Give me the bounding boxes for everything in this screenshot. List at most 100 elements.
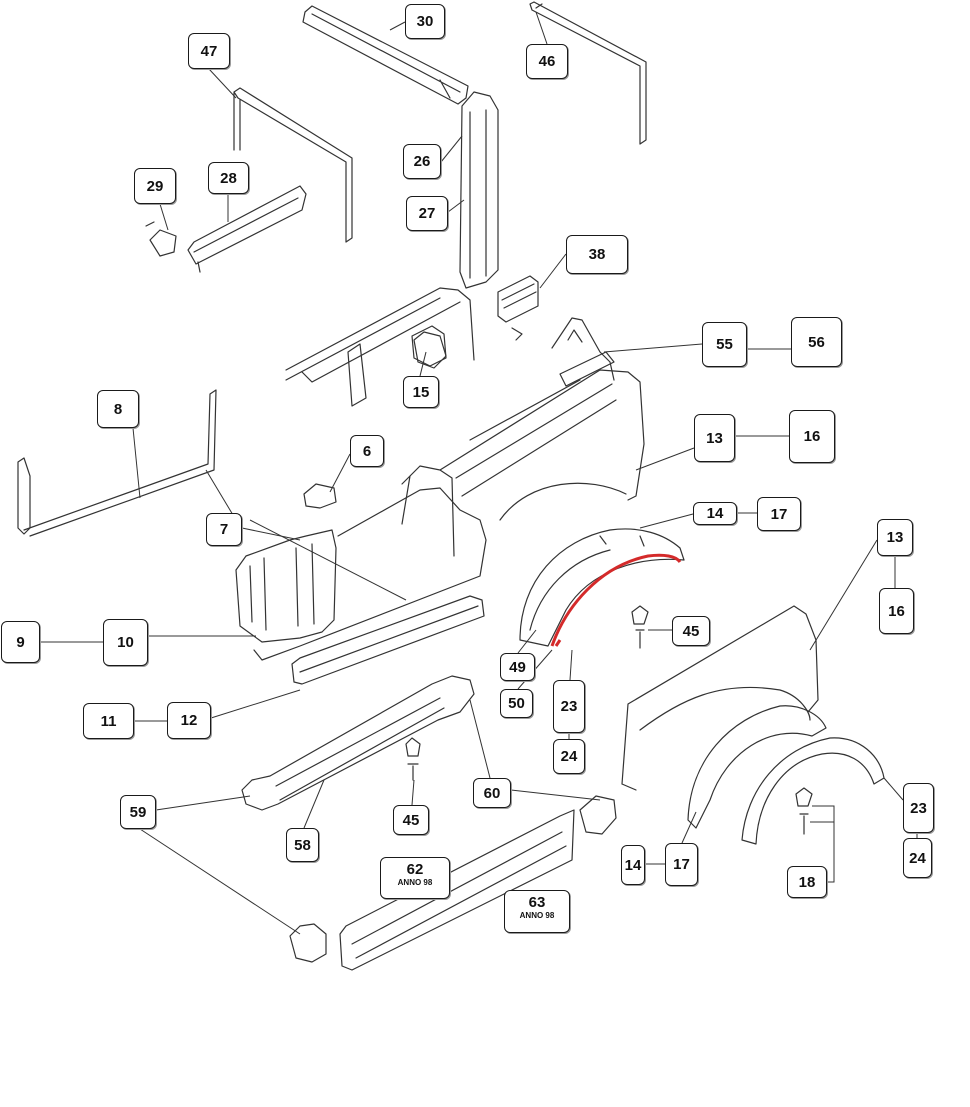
callout-49[interactable]: 49 bbox=[500, 653, 535, 681]
leader-50 bbox=[517, 649, 553, 690]
callout-24[interactable]: 24 bbox=[553, 739, 585, 774]
sill-11-12 bbox=[291, 595, 485, 685]
roof-rail-30 bbox=[302, 5, 469, 105]
callout-23[interactable]: 23 bbox=[903, 783, 934, 833]
leader-60b bbox=[510, 789, 601, 801]
callout-number: 28 bbox=[220, 169, 237, 187]
leader-8 bbox=[132, 427, 141, 499]
callout-number: 23 bbox=[560, 698, 578, 715]
end-cap-60 bbox=[579, 795, 617, 835]
callout-38[interactable]: 38 bbox=[566, 235, 628, 274]
callout-number: 45 bbox=[682, 622, 700, 640]
callout-59[interactable]: 59 bbox=[120, 795, 156, 829]
callout-6[interactable]: 6 bbox=[350, 435, 384, 467]
callout-number: 14 bbox=[624, 856, 642, 874]
callout-number: 16 bbox=[803, 428, 821, 445]
callout-7[interactable]: 7 bbox=[206, 513, 242, 546]
front-arch-trim-23-24 bbox=[741, 737, 885, 845]
callout-12[interactable]: 12 bbox=[167, 702, 211, 739]
callout-29[interactable]: 29 bbox=[134, 168, 176, 204]
callout-60[interactable]: 60 bbox=[473, 778, 511, 808]
b-pillar-26-27 bbox=[459, 91, 499, 289]
leader-58 bbox=[303, 779, 325, 829]
callout-number: 17 bbox=[673, 856, 690, 873]
callout-number: 8 bbox=[113, 400, 123, 418]
leader-26 bbox=[440, 135, 463, 163]
callout-number: 30 bbox=[416, 13, 434, 30]
callout-17[interactable]: 17 bbox=[665, 843, 698, 886]
callout-24[interactable]: 24 bbox=[903, 838, 932, 878]
callout-26[interactable]: 26 bbox=[403, 144, 441, 179]
callout-number: 14 bbox=[706, 505, 724, 522]
leader-23b bbox=[883, 777, 904, 801]
callout-46[interactable]: 46 bbox=[526, 44, 568, 79]
callout-number: 29 bbox=[146, 177, 164, 195]
rail-28 bbox=[187, 185, 307, 273]
callout-15[interactable]: 15 bbox=[403, 376, 439, 408]
callout-number: 13 bbox=[886, 529, 904, 546]
callout-28[interactable]: 28 bbox=[208, 162, 249, 194]
front-arch-liner-14-17 bbox=[687, 705, 827, 829]
leader-18 bbox=[810, 805, 835, 883]
callout-number: 16 bbox=[888, 602, 905, 620]
leader-8b bbox=[205, 469, 237, 521]
wheel-arch-liner-14-17 bbox=[519, 528, 685, 647]
callout-9[interactable]: 9 bbox=[1, 621, 40, 663]
callout-47[interactable]: 47 bbox=[188, 33, 230, 69]
callout-30[interactable]: 30 bbox=[405, 4, 445, 39]
leader-7b bbox=[249, 519, 407, 601]
end-cap-59 bbox=[289, 923, 327, 963]
bracket-55-56 bbox=[551, 317, 615, 387]
callout-number: 58 bbox=[294, 836, 311, 854]
callout-number: 17 bbox=[770, 505, 788, 523]
callout-23[interactable]: 23 bbox=[553, 680, 585, 733]
callout-number: 6 bbox=[362, 442, 372, 460]
leader-60 bbox=[469, 699, 491, 779]
callout-18[interactable]: 18 bbox=[787, 866, 827, 898]
leader-27 bbox=[447, 199, 465, 213]
callout-number: 56 bbox=[808, 333, 825, 351]
callout-14[interactable]: 14 bbox=[693, 502, 737, 525]
callout-number: 55 bbox=[716, 336, 733, 353]
callout-number: 62 bbox=[406, 861, 424, 878]
callout-45[interactable]: 45 bbox=[672, 616, 710, 646]
highlighted-arch-seal bbox=[550, 553, 682, 647]
callout-10[interactable]: 10 bbox=[103, 619, 148, 666]
callout-16[interactable]: 16 bbox=[879, 588, 914, 634]
callout-number: 50 bbox=[508, 695, 525, 712]
callout-27[interactable]: 27 bbox=[406, 196, 448, 231]
callout-13[interactable]: 13 bbox=[694, 414, 735, 462]
leader-6 bbox=[329, 453, 351, 493]
leader-7 bbox=[241, 527, 301, 541]
leader-59 bbox=[155, 795, 251, 811]
callout-55[interactable]: 55 bbox=[702, 322, 747, 367]
callout-13[interactable]: 13 bbox=[877, 519, 913, 556]
callout-16[interactable]: 16 bbox=[789, 410, 835, 463]
clip-29 bbox=[145, 221, 177, 257]
callout-50[interactable]: 50 bbox=[500, 689, 533, 718]
callout-number: 12 bbox=[180, 712, 198, 729]
callout-45[interactable]: 45 bbox=[393, 805, 429, 835]
leader-49 bbox=[517, 629, 537, 654]
callout-number: 7 bbox=[219, 521, 229, 538]
leader-38 bbox=[539, 253, 567, 289]
callout-number: 23 bbox=[910, 799, 927, 817]
callout-number: 11 bbox=[100, 712, 117, 730]
callout-number: 26 bbox=[413, 153, 431, 170]
callout-8[interactable]: 8 bbox=[97, 390, 139, 428]
callout-14[interactable]: 14 bbox=[621, 845, 645, 885]
callout-58[interactable]: 58 bbox=[286, 828, 319, 862]
callout-17[interactable]: 17 bbox=[757, 497, 801, 531]
callout-number: 59 bbox=[129, 803, 147, 821]
callout-number: 63 bbox=[528, 894, 546, 911]
callout-number: 24 bbox=[560, 748, 578, 765]
leader-46 bbox=[535, 11, 548, 45]
leader-13a bbox=[635, 447, 695, 471]
callout-number: 24 bbox=[909, 849, 926, 867]
callout-11[interactable]: 11 bbox=[83, 703, 134, 739]
callout-56[interactable]: 56 bbox=[791, 317, 842, 367]
